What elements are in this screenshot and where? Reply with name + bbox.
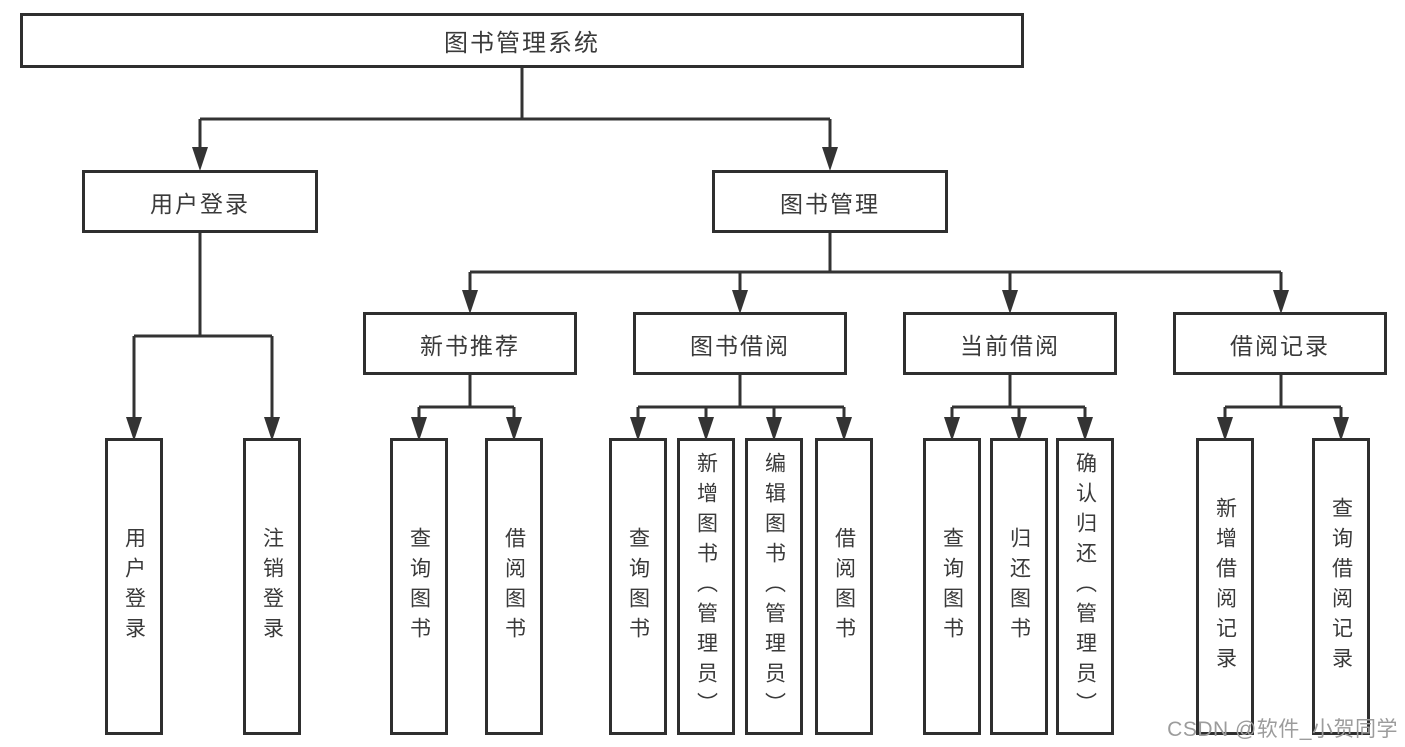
leaf-logout: 注销登录: [243, 438, 301, 735]
leaf-add-books-admin: 新增图书（管理员）: [677, 438, 735, 735]
node-current-borrow: 当前借阅: [903, 312, 1117, 375]
leaf-borrow-books-recommend: 借阅图书: [485, 438, 543, 735]
leaf-query-borrow-record: 查询借阅记录: [1312, 438, 1370, 735]
node-new-book-recommend: 新书推荐: [363, 312, 577, 375]
node-book-management: 图书管理: [712, 170, 948, 233]
leaf-edit-books-admin: 编辑图书（管理员）: [745, 438, 803, 735]
leaf-add-borrow-record: 新增借阅记录: [1196, 438, 1254, 735]
leaf-query-books-borrow: 查询图书: [609, 438, 667, 735]
leaf-return-books: 归还图书: [990, 438, 1048, 735]
leaf-borrow-books: 借阅图书: [815, 438, 873, 735]
leaf-query-books-recommend: 查询图书: [390, 438, 448, 735]
node-book-borrow: 图书借阅: [633, 312, 847, 375]
node-borrow-records: 借阅记录: [1173, 312, 1387, 375]
watermark-text: CSDN @软件_小贺同学: [1167, 718, 1398, 741]
leaf-query-books-current: 查询图书: [923, 438, 981, 735]
leaf-user-login: 用户登录: [105, 438, 163, 735]
leaf-confirm-return-admin: 确认归还（管理员）: [1056, 438, 1114, 735]
node-user-login: 用户登录: [82, 170, 318, 233]
node-root-system: 图书管理系统: [20, 13, 1024, 68]
